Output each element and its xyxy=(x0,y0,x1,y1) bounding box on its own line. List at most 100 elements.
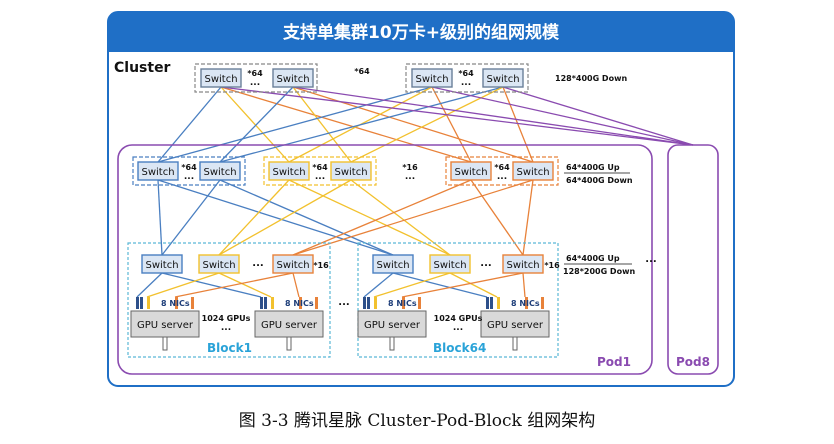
agg-switch-orange-2[interactable]: Switch xyxy=(512,161,554,181)
switch-box xyxy=(450,161,492,181)
leaf-switch-b64-blue[interactable]: Switch xyxy=(372,254,414,274)
agg-group-orange xyxy=(445,156,559,186)
switch-label: Switch xyxy=(376,260,409,271)
agg-leaf-link xyxy=(161,179,221,256)
pod-bw-down: 64*400G Down xyxy=(566,176,633,185)
block1-gpus: 1024 GPUs xyxy=(202,314,251,323)
agg-leaf-link xyxy=(292,179,472,256)
spine-agg-link xyxy=(220,86,472,163)
leaf-server-link xyxy=(392,272,488,298)
switch-label: Switch xyxy=(276,260,309,271)
leaf-right-mult: *16 xyxy=(544,261,560,270)
leaf-switch-b64-yellow[interactable]: Switch xyxy=(429,254,471,274)
leaf-bw-down: 128*200G Down xyxy=(563,267,635,276)
nic-port xyxy=(486,297,489,309)
server-label: GPU server xyxy=(487,320,544,331)
switch-box xyxy=(141,254,183,274)
spine-pod8-link xyxy=(220,86,694,146)
agg-leaf-link xyxy=(292,179,534,256)
server-stand xyxy=(512,336,518,351)
switch-box xyxy=(502,254,544,274)
title-banner xyxy=(108,12,734,52)
spine-group-left xyxy=(194,63,318,93)
agg-leaf-link xyxy=(157,179,394,256)
switch-box xyxy=(512,161,554,181)
spine-agg-link xyxy=(157,86,433,163)
agg-switch-yellow-1[interactable]: Switch xyxy=(268,161,310,181)
nic-port xyxy=(363,297,366,309)
switch-label: Switch xyxy=(203,167,236,178)
nic-port xyxy=(271,297,274,309)
spine-agg-link xyxy=(431,86,472,163)
leaf-switch-b1-orange[interactable]: Switch xyxy=(272,254,314,274)
agg-switch-yellow-2[interactable]: Switch xyxy=(330,161,372,181)
spine-left-dots: ... xyxy=(250,78,260,88)
between-blocks-dots: ... xyxy=(338,297,349,308)
block64-gpus-dots: ... xyxy=(453,323,463,333)
switch-box xyxy=(200,68,242,88)
switch-label: Switch xyxy=(516,167,549,178)
nic-port xyxy=(191,297,194,309)
leaf-switch-b1-blue[interactable]: Switch xyxy=(141,254,183,274)
spine-switch-2[interactable]: Switch xyxy=(272,68,314,88)
agg-group-blue xyxy=(132,156,246,186)
spine-agg-link xyxy=(502,86,534,163)
spine-agg-link xyxy=(157,86,222,163)
spine-group-right xyxy=(405,63,529,93)
agg-group-yellow xyxy=(263,156,377,186)
cluster-label: Cluster xyxy=(114,60,171,76)
pod1-label: Pod1 xyxy=(597,355,631,369)
switch-label: Switch xyxy=(141,167,174,178)
leaf-server-link xyxy=(146,272,220,298)
leaf-switch-b64-orange[interactable]: Switch xyxy=(502,254,544,274)
agg-yellow-dots: ... xyxy=(315,172,325,182)
nic-port xyxy=(525,297,528,309)
pod8-container xyxy=(667,144,719,375)
switch-box xyxy=(137,161,179,181)
leaf-server-link xyxy=(292,272,300,298)
nic-port xyxy=(418,297,421,309)
spine-left-mult: *64 xyxy=(247,69,263,78)
nic-port xyxy=(264,297,267,309)
spine-switch-1[interactable]: Switch xyxy=(200,68,242,88)
block1-label: Block1 xyxy=(207,341,252,355)
pod-bw-up: 64*400G Up xyxy=(566,163,620,172)
block1-container xyxy=(127,242,331,358)
spine-switch-3[interactable]: Switch xyxy=(411,68,453,88)
agg-switch-orange-1[interactable]: Switch xyxy=(450,161,492,181)
agg-switch-blue-2[interactable]: Switch xyxy=(199,161,241,181)
leaf-server-link xyxy=(522,272,526,298)
switch-box xyxy=(272,68,314,88)
nic-port xyxy=(541,297,544,309)
leaf-switch-b1-yellow[interactable]: Switch xyxy=(198,254,240,274)
server-label: GPU server xyxy=(364,320,421,331)
server-box xyxy=(357,310,427,338)
spine-switch-4[interactable]: Switch xyxy=(482,68,524,88)
switch-box xyxy=(268,161,310,181)
switch-label: Switch xyxy=(276,74,309,85)
leaf-server-link xyxy=(161,272,262,298)
nic-port xyxy=(490,297,493,309)
switch-label: Switch xyxy=(506,260,539,271)
agg-between-dots: ... xyxy=(405,172,415,182)
switch-label: Switch xyxy=(202,260,235,271)
agg-orange-mult: *64 xyxy=(494,163,510,172)
switch-label: Switch xyxy=(486,74,519,85)
nic-port xyxy=(497,297,500,309)
spine-agg-link xyxy=(219,86,504,163)
switch-box xyxy=(330,161,372,181)
agg-orange-dots: ... xyxy=(497,172,507,182)
nic-port xyxy=(260,297,263,309)
nic-port xyxy=(175,297,178,309)
switch-label: Switch xyxy=(415,74,448,85)
agg-switch-blue-1[interactable]: Switch xyxy=(137,161,179,181)
nics-label: 8 NICs xyxy=(511,299,540,308)
leaf-left-dots: ... xyxy=(252,258,263,269)
leaf-right-dots: ... xyxy=(480,258,491,269)
switch-box xyxy=(199,161,241,181)
